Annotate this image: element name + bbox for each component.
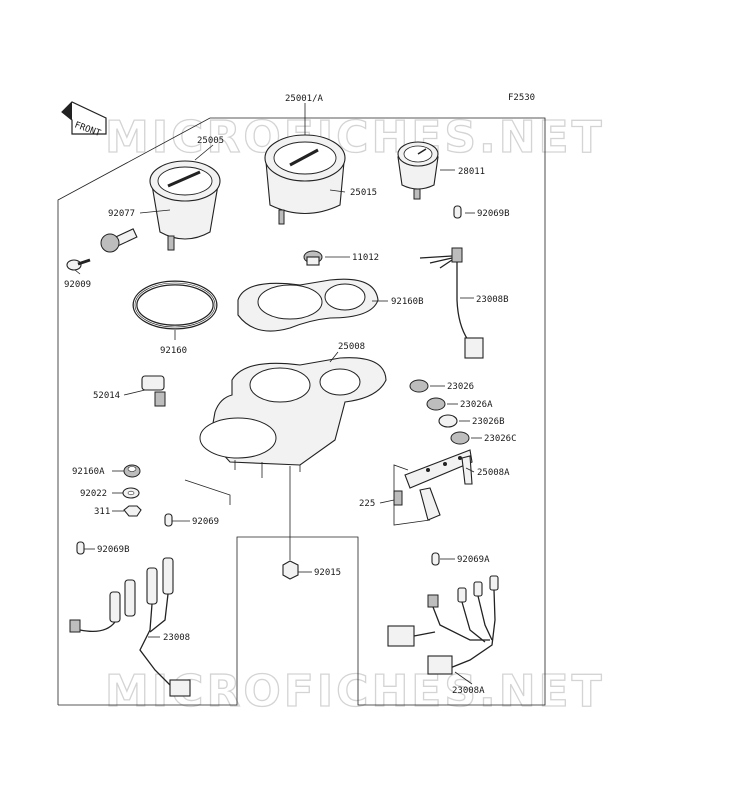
label-23026: 23026 <box>447 382 474 392</box>
label-225: 225 <box>359 499 375 509</box>
plug-23026B <box>438 414 458 428</box>
washer-92022 <box>122 487 140 499</box>
nut-311 <box>123 505 142 517</box>
grommet-11012 <box>303 250 323 266</box>
bulb-92069A <box>431 552 440 566</box>
plug-23026A <box>426 397 446 411</box>
label-23026C: 23026C <box>484 434 517 444</box>
clip-52014 <box>141 375 166 407</box>
bulb-92069B-bottom <box>76 541 85 555</box>
label-92069A: 92069A <box>457 555 490 565</box>
harness-23008 <box>69 557 191 697</box>
bulb-92069B-top <box>453 205 462 219</box>
harness-23008B <box>419 247 484 359</box>
housing-25008 <box>199 357 387 478</box>
label-92160B: 92160B <box>391 297 424 307</box>
label-92160: 92160 <box>160 346 187 356</box>
label-23008A: 23008A <box>452 686 485 696</box>
label-25005: 25005 <box>197 136 224 146</box>
damper-92015 <box>282 560 299 580</box>
label-28011: 28011 <box>458 167 485 177</box>
label-23026B: 23026B <box>472 417 505 427</box>
gauge-28011 <box>397 141 439 200</box>
plug-23026C <box>450 431 470 445</box>
gauge-25005 <box>149 160 221 251</box>
label-92022: 92022 <box>80 489 107 499</box>
grommet-92160A <box>123 464 141 478</box>
knob-92077 <box>100 228 138 253</box>
label-25001A: 25001/A <box>285 94 324 104</box>
label-23008: 23008 <box>163 633 190 643</box>
front-arrow-icon: FRONT <box>61 101 107 139</box>
label-11012: 11012 <box>352 253 379 263</box>
label-92077: 92077 <box>108 209 135 219</box>
label-92069B-top: 92069B <box>477 209 510 219</box>
label-92160A: 92160A <box>72 467 105 477</box>
label-23026A: 23026A <box>460 400 493 410</box>
gauge-25015 <box>264 134 346 225</box>
ring-92160 <box>132 280 218 330</box>
bulb-92069 <box>164 513 173 527</box>
harness-23008A <box>387 575 499 675</box>
gasket-92160B <box>237 278 379 332</box>
label-92069B-bottom: 92069B <box>97 545 130 555</box>
label-23008B: 23008B <box>476 295 509 305</box>
label-92009: 92009 <box>64 280 91 290</box>
screw-92009 <box>66 258 91 271</box>
label-311: 311 <box>94 507 110 517</box>
bracket-25008A <box>404 449 473 521</box>
label-25008A: 25008A <box>477 468 510 478</box>
screw-225 <box>393 490 403 506</box>
label-52014: 52014 <box>93 391 120 401</box>
label-92015: 92015 <box>314 568 341 578</box>
watermark-top: MICROFICHES.NET <box>105 112 605 163</box>
leader-lines <box>74 103 482 685</box>
label-25008: 25008 <box>338 342 365 352</box>
plug-23026 <box>409 379 429 393</box>
label-92069: 92069 <box>192 517 219 527</box>
assembly-boundary <box>57 117 546 706</box>
diagram-code: F2530 <box>508 93 535 103</box>
label-25015: 25015 <box>350 188 377 198</box>
